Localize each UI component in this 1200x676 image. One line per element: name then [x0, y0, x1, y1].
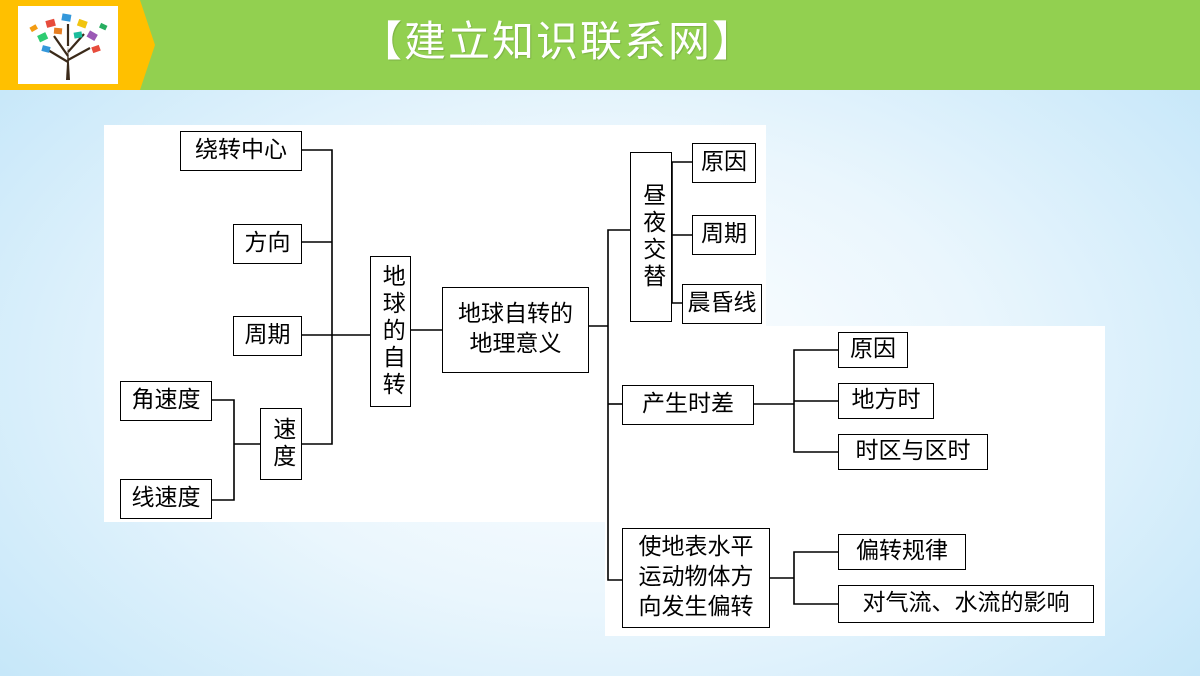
node-local-time: 地方时: [838, 383, 934, 419]
node-time-difference: 产生时差: [622, 385, 754, 425]
node-deflection: 使地表水平运动物体方向发生偏转: [622, 528, 770, 628]
node-direction: 方向: [233, 224, 302, 264]
header-band: 【建立知识联系网】: [0, 0, 1200, 90]
node-deflection-rule: 偏转规律: [838, 534, 966, 570]
node-day-night-reason: 原因: [692, 143, 756, 183]
node-day-night-period: 周期: [692, 215, 756, 255]
node-root-earth-rotation: 地球的自转: [370, 256, 411, 407]
node-time-zone: 时区与区时: [838, 434, 988, 470]
node-day-night: 昼夜交替: [630, 152, 672, 322]
node-angular-speed: 角速度: [120, 381, 212, 421]
node-linear-speed: 线速度: [120, 479, 212, 519]
node-terminator: 晨昏线: [682, 284, 762, 324]
node-period: 周期: [233, 316, 302, 356]
knowledge-tree-icon: [18, 6, 118, 84]
page-title: 【建立知识联系网】: [360, 17, 757, 66]
node-deflection-influence: 对气流、水流的影响: [838, 585, 1094, 623]
node-speed: 速度: [260, 408, 302, 480]
node-rotation-center: 绕转中心: [180, 131, 302, 171]
node-time-reason: 原因: [838, 332, 908, 368]
node-significance: 地球自转的地理意义: [442, 287, 589, 373]
